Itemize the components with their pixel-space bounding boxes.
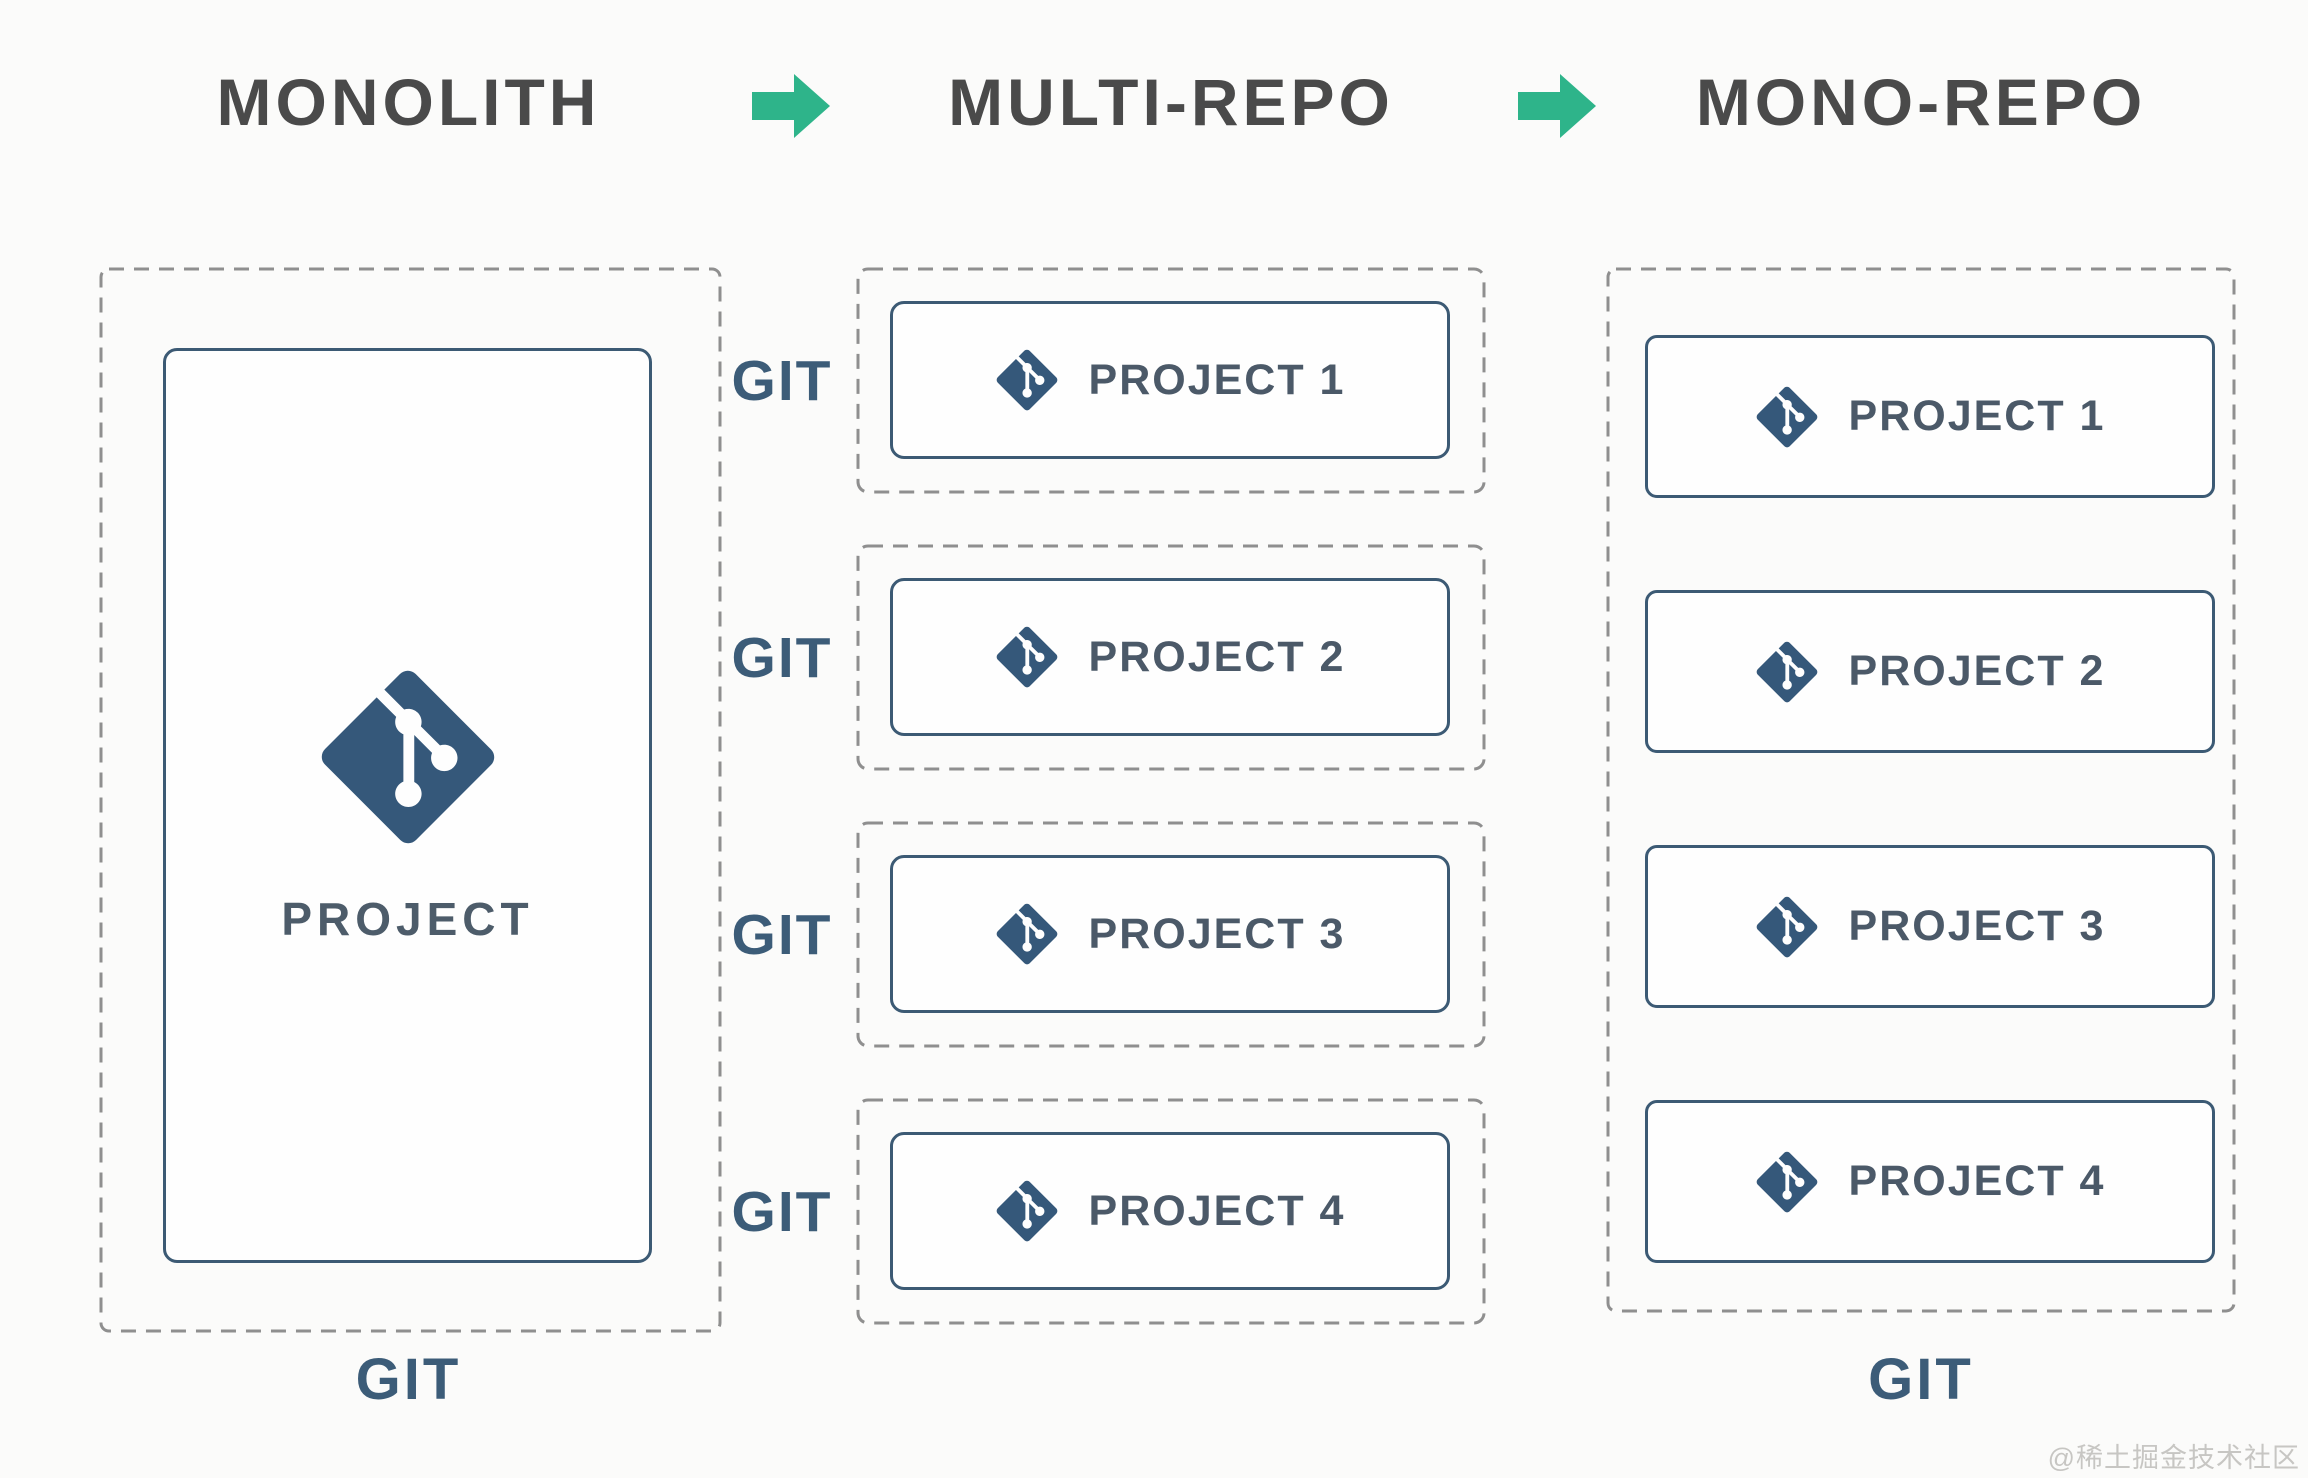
repo-dashed-boundary [856, 1098, 1486, 1325]
git-diamond-icon [995, 1179, 1059, 1243]
project-box: PROJECT 1 [1645, 335, 2215, 498]
project-box: PROJECT 4 [890, 1132, 1450, 1290]
git-side-label: GIT [731, 1179, 833, 1244]
git-diamond-icon [995, 902, 1059, 966]
project-label: PROJECT 1 [1848, 392, 2106, 440]
project-box: PROJECT 2 [1645, 590, 2215, 753]
git-diamond-icon [317, 666, 499, 848]
arrow-right-icon [752, 70, 832, 142]
project-box: PROJECT 2 [890, 578, 1450, 736]
stage-title-monolith: MONOLITH [216, 65, 601, 139]
project-box: PROJECT 4 [1645, 1100, 2215, 1263]
git-side-label: GIT [731, 625, 833, 690]
git-diamond-icon [1755, 640, 1819, 704]
project-label: PROJECT 3 [1848, 902, 2106, 950]
git-diamond-icon [1755, 385, 1819, 449]
project-label: PROJECT 4 [1088, 1186, 1346, 1235]
project-label: PROJECT 2 [1848, 647, 2106, 695]
project-label: PROJECT [281, 892, 534, 945]
stage-title-mono-repo: MONO-REPO [1695, 65, 2147, 139]
repo-dashed-boundary [856, 821, 1486, 1048]
project-box: PROJECT 1 [890, 301, 1450, 459]
repo-dashed-boundary [856, 267, 1486, 494]
project-label: PROJECT 2 [1088, 632, 1346, 681]
project-label: PROJECT 3 [1088, 909, 1346, 958]
git-side-label: GIT [731, 902, 833, 967]
repo-dashed-boundary [856, 544, 1486, 771]
monolith-project-box: PROJECT [163, 348, 652, 1263]
monolith-dashed-boundary [99, 267, 722, 1333]
arrow-right-icon [1518, 70, 1598, 142]
git-diamond-icon [995, 348, 1059, 412]
git-diamond-icon [1755, 895, 1819, 959]
git-caption-mono-repo: GIT [1868, 1346, 1974, 1412]
git-caption-monolith: GIT [355, 1346, 462, 1412]
project-label: PROJECT 4 [1848, 1157, 2106, 1205]
project-box: PROJECT 3 [1645, 845, 2215, 1008]
git-side-label: GIT [731, 348, 833, 413]
mono-repo-dashed-boundary [1606, 267, 2236, 1313]
stage-title-multi-repo: MULTI-REPO [948, 65, 1394, 139]
git-diamond-icon [995, 625, 1059, 689]
project-box: PROJECT 3 [890, 855, 1450, 1013]
project-label: PROJECT 1 [1088, 355, 1346, 404]
git-diamond-icon [1755, 1150, 1819, 1214]
watermark: @稀土掘金技术社区 [2047, 1443, 2300, 1473]
